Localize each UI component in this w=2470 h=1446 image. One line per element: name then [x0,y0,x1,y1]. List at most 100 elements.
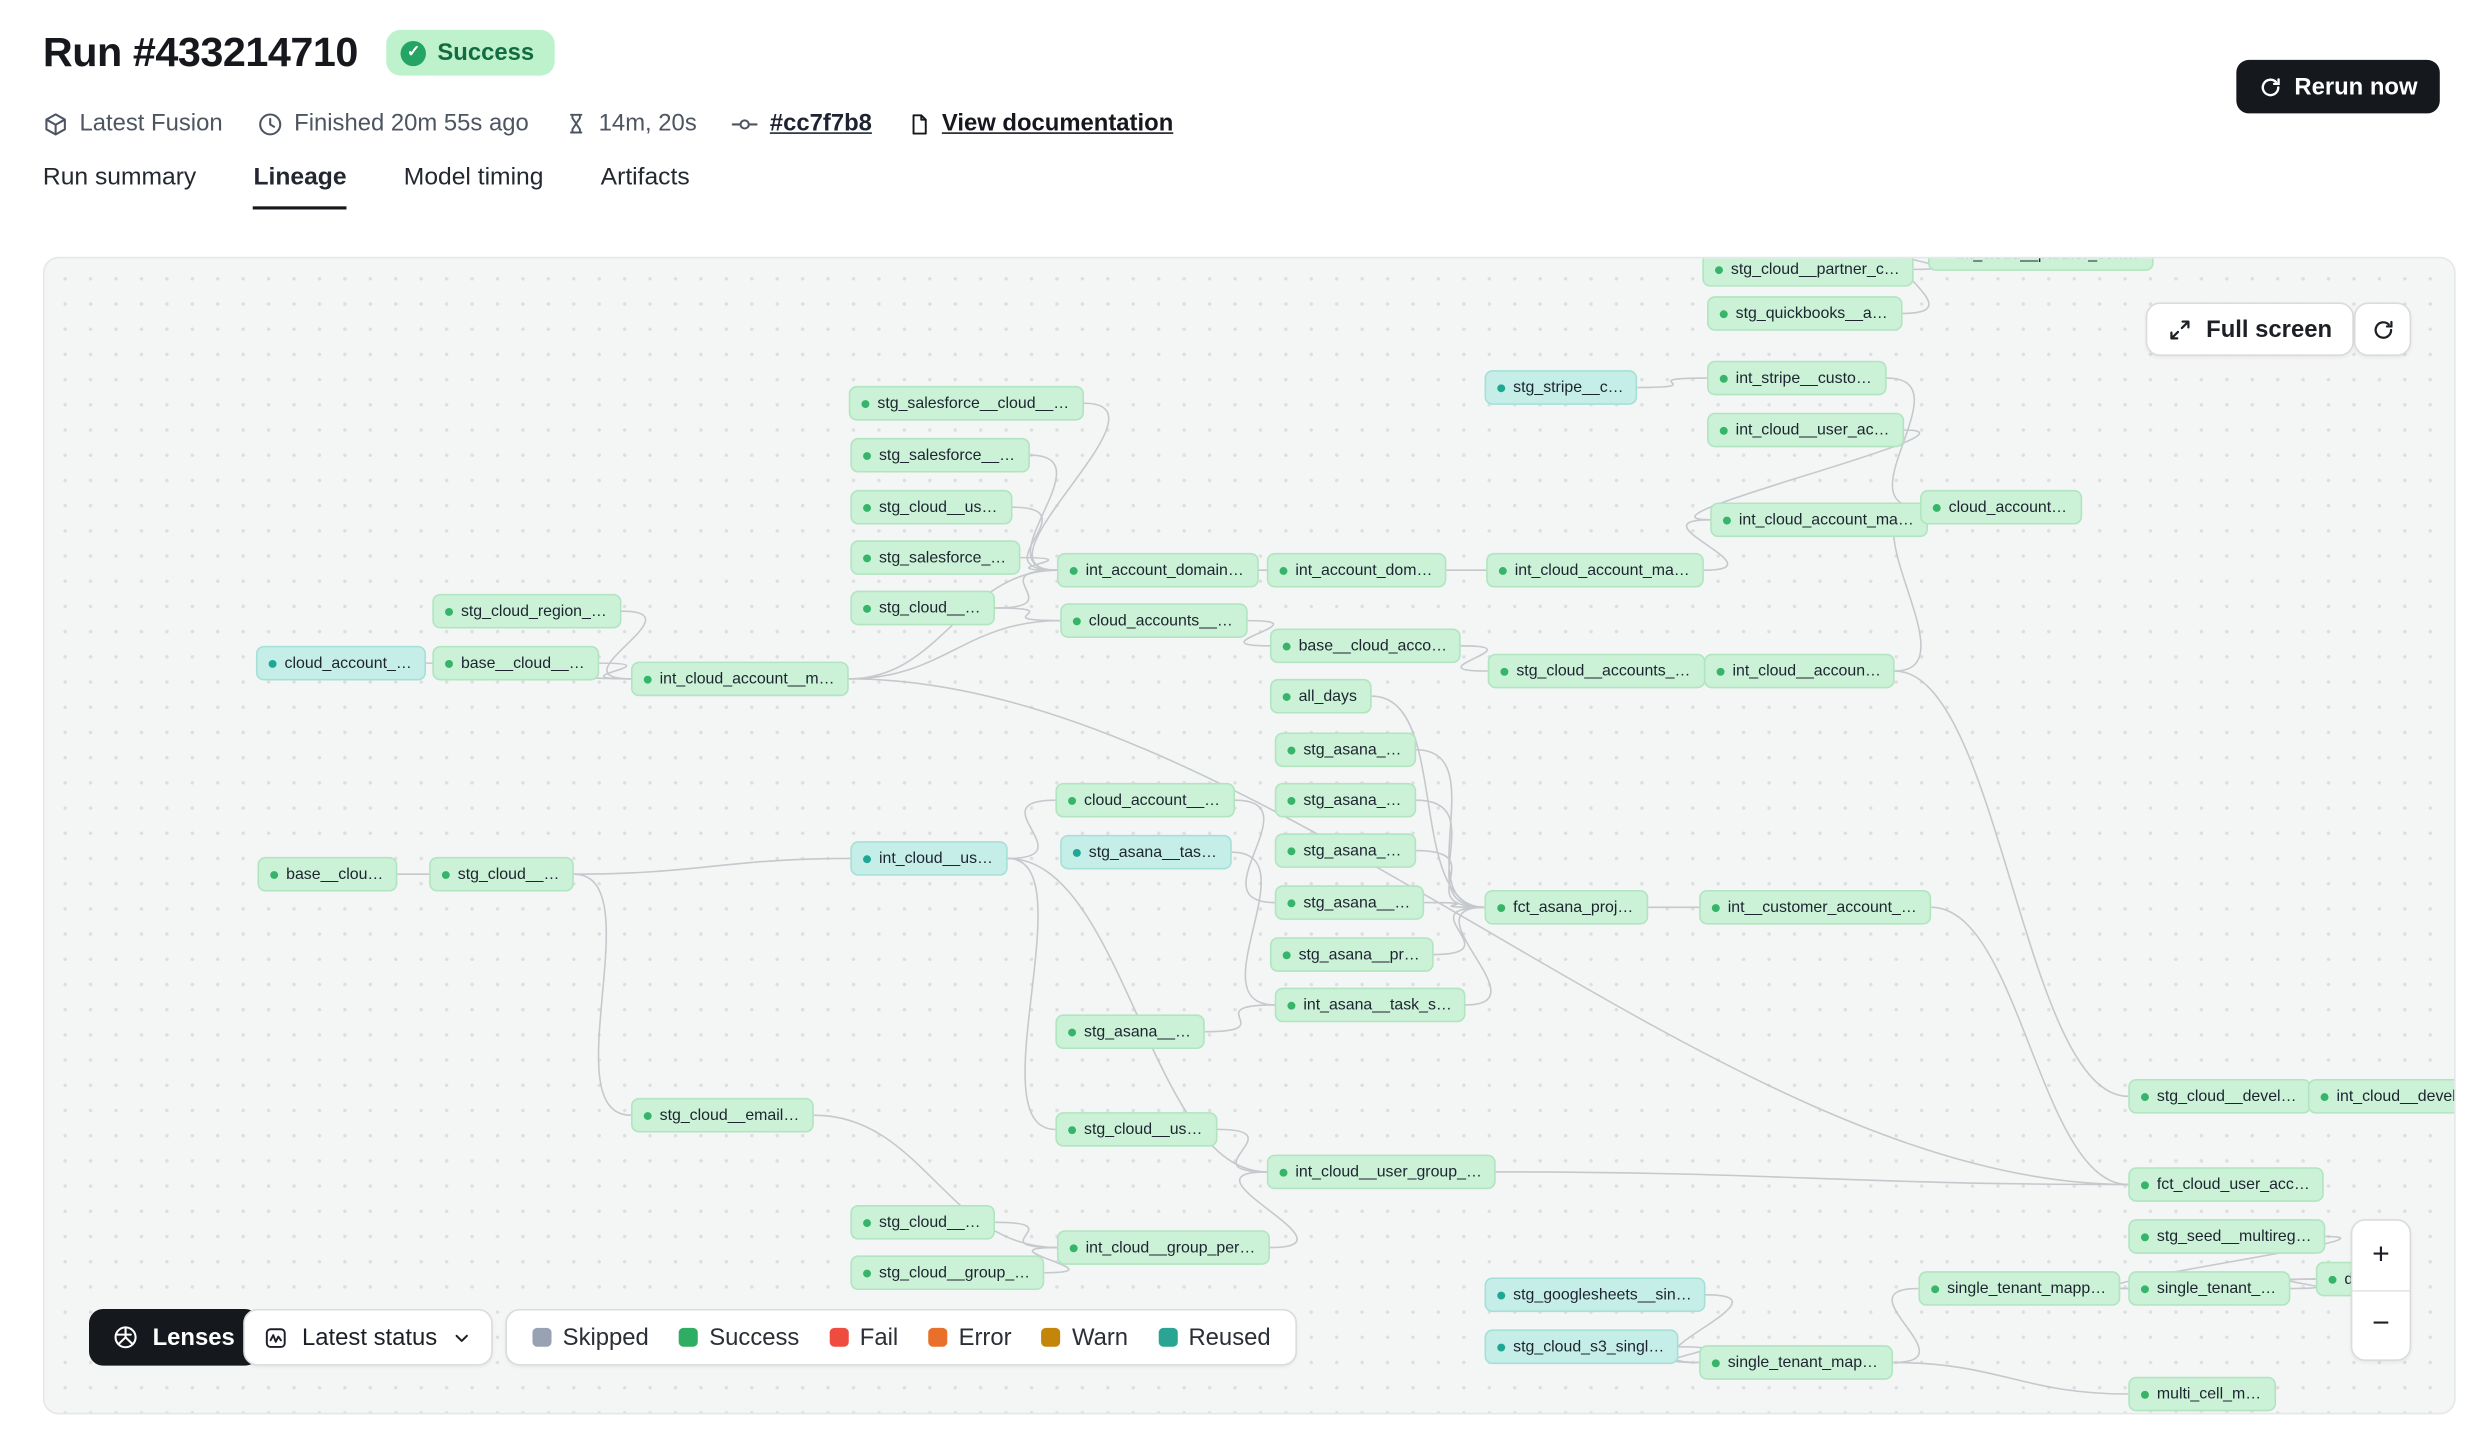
lineage-node[interactable]: stg_cloud__group_… [850,1255,1045,1291]
node-status-dot [863,854,872,863]
node-status-dot [1497,1342,1506,1351]
lineage-node[interactable]: base__cloud__… [432,645,599,681]
lineage-node[interactable]: base__clou… [257,856,398,892]
view-documentation-link[interactable]: View documentation [941,110,1174,138]
lineage-node[interactable]: stg_stripe__c… [1484,370,1638,405]
refresh-lineage-button[interactable] [2353,302,2412,356]
lineage-node[interactable]: int_cloud__user_ac… [1707,412,1904,448]
node-label: cloud_account… [1948,498,2068,516]
node-status-dot [1068,796,1077,805]
lineage-node[interactable]: stg_asana__tas… [1060,834,1232,870]
full-screen-button[interactable]: Full screen [2145,302,2355,356]
lineage-node[interactable]: stg_salesforce__cloud__… [848,385,1084,421]
lineage-node[interactable]: single_tenant_… [2128,1271,2291,1306]
lineage-node[interactable]: single_tenant_map… [1699,1345,1893,1380]
lineage-node[interactable]: int_cloud__accoun… [1703,653,1896,689]
lineage-node[interactable]: cloud_account… [1920,489,2082,525]
lineage-node[interactable]: stg_cloud__… [850,590,995,626]
node-label: stg_cloud__… [457,865,560,883]
legend-label: Success [709,1323,800,1351]
lineage-node[interactable]: stg_asana__pr… [1269,937,1434,972]
lineage-node[interactable]: stg_cloud_region_… [432,593,622,629]
lineage-node[interactable]: stg_cloud__accounts_… [1487,653,1705,689]
package-icon [45,112,66,135]
rerun-now-label: Rerun now [2294,73,2418,101]
lineage-node[interactable]: stg_asana__… [1055,1014,1206,1050]
lineage-node[interactable]: stg_cloud_s3_singl… [1484,1329,1679,1365]
node-label: stg_salesforce__… [878,446,1016,464]
node-status-dot [1497,383,1506,392]
lineage-node[interactable]: int_cloud__group_per… [1056,1230,1270,1265]
lineage-node[interactable]: stg_cloud__us… [850,489,1012,525]
zoom-out-button[interactable]: − [2352,1291,2409,1360]
lineage-node[interactable]: stg_googlesheets__sin… [1484,1277,1706,1313]
lineage-node[interactable]: fct_cloud_user_acc… [2128,1167,2325,1202]
node-label: stg_asana__pr… [1298,945,1420,964]
tab-run-summary[interactable]: Run summary [42,163,197,191]
lineage-node[interactable]: cloud_accounts__… [1060,603,1248,638]
lineage-node[interactable]: int_cloud_account_ma… [1486,552,1705,588]
rerun-now-button[interactable]: Rerun now [2235,59,2440,114]
lineage-node[interactable]: base__cloud_acco… [1269,628,1462,664]
legend-swatch [1158,1327,1178,1347]
lineage-node[interactable]: stg_cloud__… [429,856,574,892]
lineage-node[interactable]: int_stripe__custo… [1707,360,1887,396]
lineage-node[interactable]: stg_asana_… [1274,833,1416,868]
node-label: stg_asana__… [1083,1023,1191,1041]
node-label: int_cloud__user_group_… [1295,1163,1482,1181]
refresh-icon [2260,77,2279,96]
lineage-node[interactable]: stg_asana_… [1274,782,1416,818]
lineage-node[interactable]: multi_cell_m… [2128,1376,2276,1412]
lineage-node[interactable]: int__customer_account_… [1699,889,1932,925]
lenses-button[interactable]: Lenses [89,1308,259,1366]
tab-model-timing[interactable]: Model timing [403,163,544,191]
latest-status-dropdown[interactable]: Latest status [243,1308,493,1366]
lineage-node[interactable]: int_account_domain… [1056,552,1259,588]
tab-artifacts[interactable]: Artifacts [600,163,690,191]
lineage-node[interactable]: int_cloud__partner_con… [1927,258,2153,271]
tab-lineage[interactable]: Lineage [253,164,347,210]
lineage-node[interactable]: stg_cloud__email… [631,1097,814,1133]
lineage-node[interactable]: int_cloud_account_ma… [1710,502,1929,538]
lineage-node[interactable]: stg_asana__… [1274,885,1425,920]
node-status-dot [2140,1232,2149,1241]
lineage-node[interactable]: stg_salesforce_… [850,540,1021,575]
legend-label: Fail [859,1323,899,1351]
lineage-node[interactable]: int_asana__task_s… [1274,987,1467,1023]
lineage-node[interactable]: int_cloud__user_group_… [1266,1154,1497,1190]
finished-label: Finished 20m 55s ago [294,110,529,138]
zoom-in-button[interactable]: + [2352,1221,2409,1290]
lineage-node[interactable]: int_cloud__us… [850,841,1008,876]
lineage-node[interactable]: fct_asana_proj… [1484,889,1648,925]
node-status-dot [2140,1180,2149,1189]
node-label: int_cloud_account__m… [659,670,835,688]
lineage-node[interactable]: stg_salesforce__… [850,437,1030,473]
lineage-node[interactable]: cloud_account_… [255,645,427,681]
lineage-node[interactable]: cloud_account__… [1055,782,1235,818]
lineage-node[interactable]: int_account_dom… [1266,552,1447,588]
lineage-node[interactable]: all_days [1269,678,1372,714]
node-label: int_cloud__accoun… [1732,662,1881,680]
node-status-dot [1716,667,1725,675]
lineage-node[interactable]: stg_cloud__devel… [2128,1078,2311,1114]
lineage-node[interactable]: int_cloud_account__m… [631,661,849,697]
node-status-dot [1931,1284,1940,1293]
lineage-node[interactable]: stg_cloud__us… [1055,1112,1217,1147]
lineage-node[interactable]: stg_asana_… [1274,732,1416,768]
node-status-dot [1069,1243,1078,1252]
lineage-node[interactable]: stg_quickbooks__a… [1707,296,1902,331]
status-badge-label: Success [437,39,535,67]
node-label: int_cloud__devel… [2336,1087,2456,1105]
lineage-node[interactable]: stg_seed__multireg… [2128,1219,2326,1254]
node-label: int_cloud__user_ac… [1735,421,1890,439]
lineage-canvas[interactable]: stg_cloud__partner_c… int_cloud__partner_… [42,256,2456,1415]
commit-link[interactable]: #cc7f7b8 [769,110,872,138]
node-label: int_cloud__partner_con… [1957,258,2139,262]
lineage-node[interactable]: stg_cloud__… [850,1204,995,1240]
node-label: int_account_domain… [1085,561,1244,579]
lineage-node[interactable]: int_cloud__devel… [2307,1078,2456,1114]
lineage-node[interactable]: single_tenant_mapp… [1918,1271,2121,1306]
lineage-node[interactable]: stg_cloud__partner_c… [1702,258,1914,287]
